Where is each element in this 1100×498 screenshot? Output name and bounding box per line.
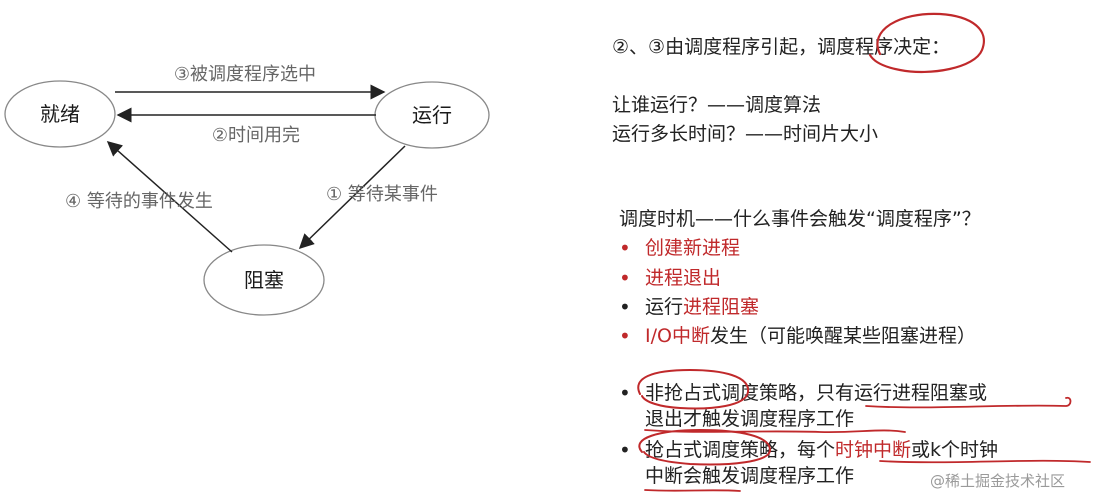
process-state-diagram: 就绪 运行 阻塞 ③被调度程序选中 ②时间用完 ① 等待某事件 ④ 等待的事件发… (4, 64, 490, 316)
policy-2-text-a: 抢占式调度策略，每个 (645, 439, 836, 461)
timing-title: 调度时机——什么事件会触发“调度程序”？ (619, 208, 981, 230)
timing-bullet-2: • (619, 266, 631, 290)
node-blocked (203, 244, 325, 316)
timing-item-2-highlight: 进程退出 (645, 267, 722, 289)
edge-blocked-to-ready (106, 141, 233, 253)
timing-item-4-highlight: I/O中断 (645, 325, 710, 347)
timing-item-4-text: 发生（可能唤醒某些阻塞进程） (709, 325, 976, 347)
edge-running-to-blocked-label: ① 等待某事件 (326, 184, 438, 205)
policy-1-line-2: 退出才触发调度程序工作 (645, 408, 855, 430)
watermark: @稀土掘金技术社区 (930, 472, 1066, 490)
policy-2-text-c: 或k个时钟 (911, 439, 999, 461)
edge-ready-to-running-label: ③被调度程序选中 (174, 64, 316, 85)
note-line-1: ②、③由调度程序引起，调度程序决定： (612, 36, 951, 58)
edge-running-to-blocked (298, 145, 406, 250)
timing-item-3: 运行进程阻塞 (645, 294, 759, 320)
node-blocked-label: 阻塞 (244, 268, 284, 292)
policy-bullet-2: • (619, 438, 631, 462)
timing-item-3-highlight: 进程阻塞 (683, 296, 760, 318)
timing-bullet-1: • (619, 236, 631, 260)
policy-bullet-1: • (619, 381, 631, 405)
edge-running-to-ready-label: ②时间用完 (212, 125, 300, 146)
policy-2-highlight: 时钟中断 (835, 439, 912, 461)
timing-item-3-text: 运行 (645, 296, 684, 318)
timing-bullet-4: • (619, 324, 631, 348)
timing-item-1-highlight: 创建新进程 (645, 237, 741, 259)
timing-bullet-3: • (619, 295, 631, 319)
timing-item-4: I/O中断发生（可能唤醒某些阻塞进程） (645, 323, 976, 349)
policy-1-line-1: 非抢占式调度策略，只有运行进程阻塞或 (645, 382, 988, 404)
node-running-label: 运行 (412, 103, 452, 127)
note-line-3: 运行多长时间？——时间片大小 (612, 123, 879, 145)
policy-2-line-2: 中断会触发调度程序工作 (645, 465, 855, 487)
timing-item-2: 进程退出 (645, 265, 721, 291)
node-ready (4, 80, 116, 148)
timing-item-1: 创建新进程 (645, 235, 740, 261)
node-ready-label: 就绪 (40, 102, 80, 126)
policy-2-line-1: 抢占式调度策略，每个时钟中断或k个时钟 (645, 437, 998, 463)
note-line-2: 让谁运行？——调度算法 (612, 94, 822, 116)
ink-underline-interrupt (644, 489, 741, 492)
edge-blocked-to-ready-label: ④ 等待的事件发生 (65, 191, 213, 212)
